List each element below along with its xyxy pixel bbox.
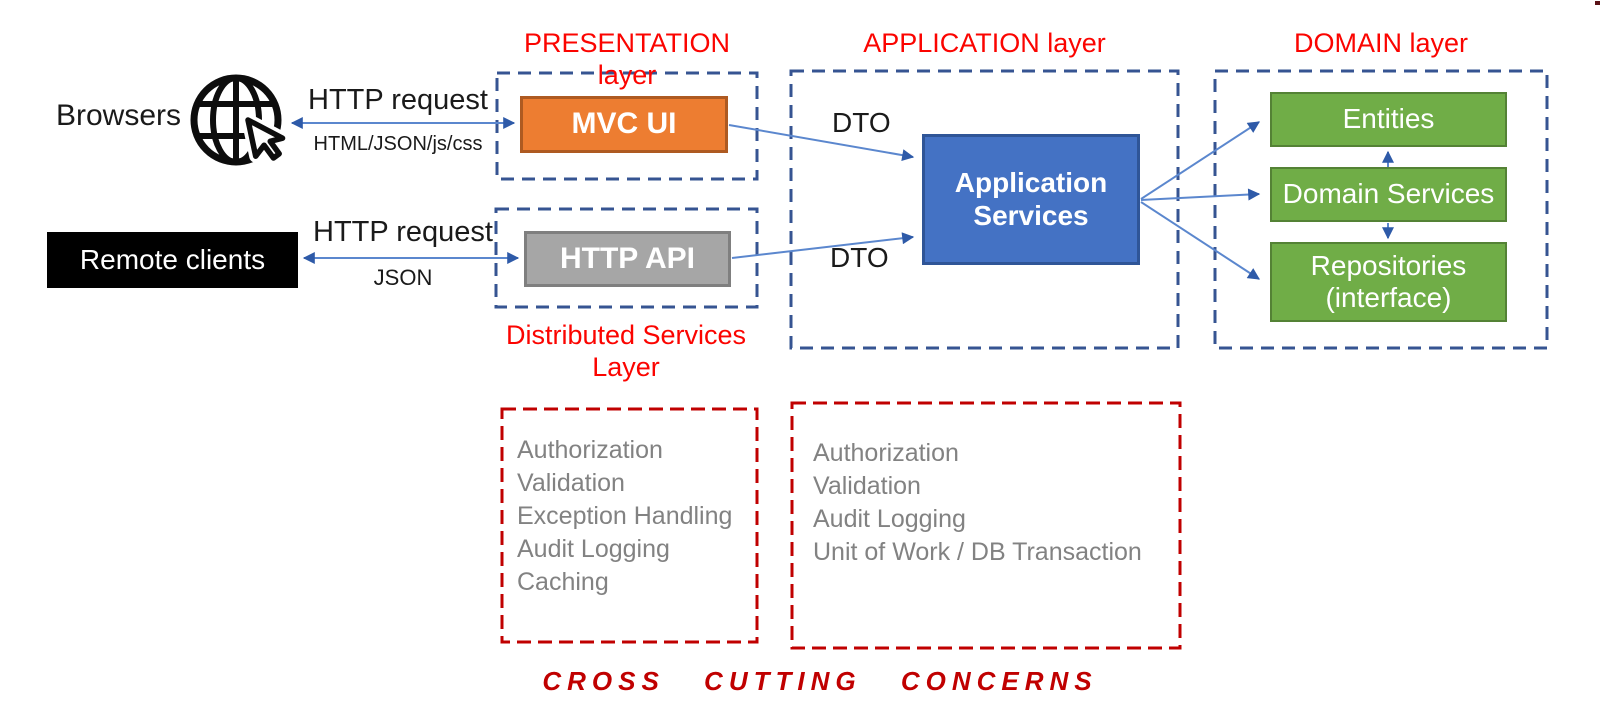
application-layer-frame [789,69,1180,350]
list-item: Audit Logging [813,505,966,533]
remote-arrow-label-top: HTTP request [313,216,493,248]
list-item: Validation [813,472,921,500]
domain-layer-title: DOMAIN layer [1293,28,1469,58]
dto-label-top: DTO [832,107,891,138]
globe-with-cursor-icon [190,74,290,166]
domain-layer-frame [1213,69,1549,350]
arrow-appservices-domainservices [1140,188,1261,201]
list-item: Validation [517,469,625,497]
remote-clients-box: Remote clients [47,232,298,288]
cross-cutting-right-list: Authorization Validation Audit Logging U… [813,437,1142,569]
cross-cutting-right-frame [790,401,1182,650]
domain-services-box: Domain Services [1270,167,1507,222]
cross-cutting-concerns-caption: CROSS CUTTING CONCERNS [542,666,1098,696]
mvc-ui-box: MVC UI [520,96,728,153]
dto-label-bottom: DTO [830,242,889,273]
browsers-label: Browsers [56,99,182,132]
arrow-appservices-entities [1140,121,1261,200]
list-item: Audit Logging [517,535,670,563]
distributed-services-layer-frame [494,207,759,309]
browser-arrow-label-top: HTTP request [308,84,488,116]
entities-box: Entities [1270,92,1507,147]
cross-cutting-left-list: Authorization Validation Exception Handl… [517,434,732,599]
arrow-mvcui-appservices [728,124,915,162]
remote-arrow-label-bottom: JSON [373,265,433,290]
application-layer-title: APPLICATION layer [863,28,1106,58]
browser-arrow-label-bottom: HTML/JSON/js/css [313,133,483,155]
artifact-dot [1595,1,1600,5]
repositories-box: Repositories (interface) [1270,242,1507,322]
http-api-box: HTTP API [524,231,731,287]
application-services-box: Application Services [922,134,1140,265]
distributed-services-layer-title: Distributed Services Layer [505,320,747,382]
cursor-arrow-icon [241,113,290,165]
presentation-layer-title: PRESENTATION layer [523,28,731,90]
list-item: Unit of Work / DB Transaction [813,538,1142,566]
arrow-appservices-repositories [1140,201,1261,280]
cross-cutting-left-frame [500,407,759,644]
list-item: Authorization [517,436,663,464]
arrow-httpapi-appservices [731,232,915,259]
list-item: Exception Handling [517,502,733,530]
list-item: Authorization [813,439,959,467]
list-item: Caching [517,568,609,596]
